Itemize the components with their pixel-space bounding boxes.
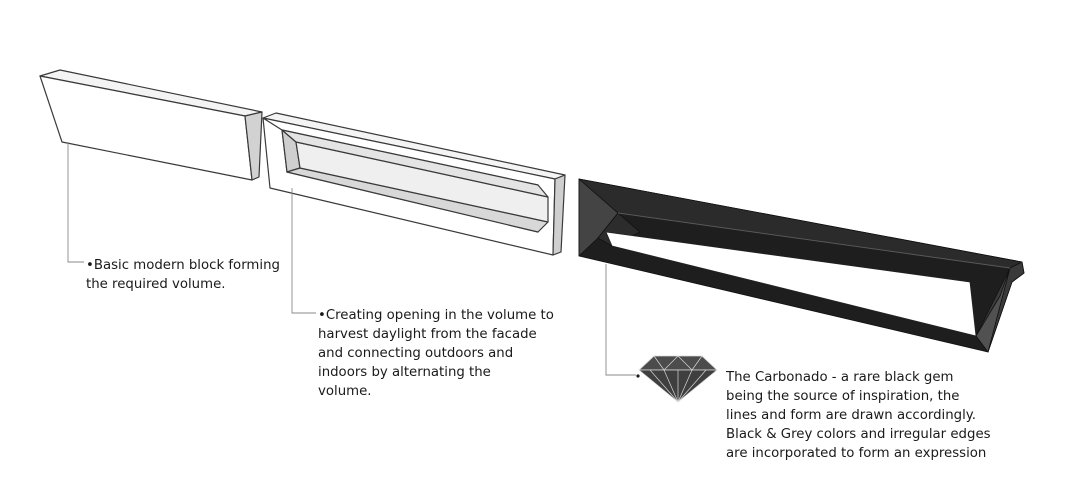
step-3-label-line: The Carbonado - a rare black gem [726, 370, 954, 385]
step-2-label-line: volume. [318, 384, 372, 399]
gem-facets-crown [653, 355, 703, 371]
gem-facet-b [677, 369, 693, 403]
gem-crown [638, 355, 718, 371]
step-3-label-line: are incorporated to form an expression [726, 446, 987, 461]
carbonado-frame [578, 178, 1025, 353]
carbonado-frame-edge [617, 212, 1011, 269]
step-2-label-line: harvest daylight from the facade [318, 327, 537, 342]
step-1-label-line: the required volume. [86, 277, 226, 292]
step-3-label: The Carbonado - a rare black gem being t… [726, 368, 991, 463]
step-1-label: •Basic modern block forming the required… [86, 256, 280, 294]
carbonado-frame-opening [605, 231, 977, 337]
step-3-label-line: being the source of inspiration, the [726, 389, 960, 404]
step-2-label-line: •Creating opening in the volume to [318, 308, 554, 323]
step-2-label-line: and connecting outdoors and [318, 346, 514, 361]
gem-facet-g [701, 355, 718, 371]
diamond-gem-icon [638, 355, 718, 403]
step-3-label-line: lines and form are drawn accordingly. [726, 408, 976, 423]
solid-block [39, 69, 263, 181]
step-1-label-line: •Basic modern block forming [86, 258, 280, 273]
gem-facet-c [649, 369, 679, 403]
solid-block-side [244, 111, 263, 181]
leader-line-3 [605, 264, 636, 376]
gem-facet-d [677, 369, 707, 403]
gem-facet-a [663, 369, 679, 403]
gem-facet-f [638, 355, 655, 371]
step-3-label-line: Black & Grey colors and irregular edges [726, 427, 991, 442]
step-2-label-line: indoors by alternating the [318, 365, 491, 380]
leader-line-1 [67, 142, 84, 263]
step-2-label: •Creating opening in the volume to harve… [318, 306, 554, 401]
hollow-block-opening-top [281, 129, 549, 198]
leader-line-2 [291, 188, 316, 314]
hollow-block [262, 112, 566, 256]
leader-lines [67, 142, 636, 376]
bullet-3 [636, 374, 640, 378]
hollow-block-side [552, 174, 566, 256]
